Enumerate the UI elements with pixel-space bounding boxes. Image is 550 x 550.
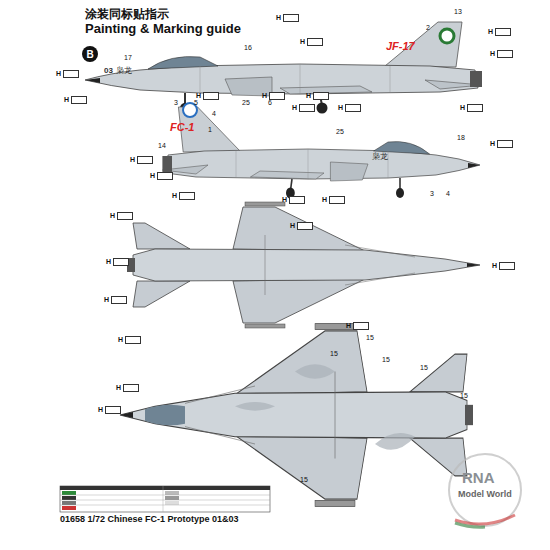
paint-code: H <box>196 92 219 100</box>
paint-code: H <box>490 50 513 58</box>
paint-code: H <box>110 212 133 220</box>
paint-code: H <box>346 322 369 330</box>
view-badge: B <box>82 46 98 62</box>
callout-number: 17 <box>124 54 132 62</box>
callout-number: 15 <box>300 476 308 484</box>
paint-code: H <box>150 172 173 180</box>
aircraft-marking: JF-17 <box>386 40 415 52</box>
paint-code: H <box>488 28 511 36</box>
callout-number: 15 <box>460 392 468 400</box>
paint-code: H <box>64 96 87 104</box>
callout-number: 3 <box>430 190 434 198</box>
callout-number: 15 <box>382 356 390 364</box>
title: 涂装同标贴指示 <box>85 8 169 21</box>
callout-number: 13 <box>454 8 462 16</box>
paint-code: H <box>492 262 515 270</box>
callout-number: 1 <box>208 126 212 134</box>
subtitle: Painting & Marking guide <box>85 22 241 36</box>
watermark: RNA <box>462 470 495 487</box>
caption: 01658 1/72 Chinese FC-1 Prototype 01&03 <box>60 515 239 525</box>
watermark: Model World <box>458 490 512 500</box>
paint-code: H <box>460 104 483 112</box>
callout-number: 4 <box>212 110 216 118</box>
paint-code: H <box>276 14 299 22</box>
callout-number: 3 <box>174 99 178 107</box>
callout-number: 25 <box>242 99 250 107</box>
paint-code: H <box>104 296 127 304</box>
paint-code: H <box>300 38 323 46</box>
callout-number: 16 <box>244 44 252 52</box>
paint-code: H <box>306 92 329 100</box>
callout-number: 18 <box>457 134 465 142</box>
callout-number: 25 <box>336 128 344 136</box>
paint-code: H <box>130 156 153 164</box>
aircraft-marking: FC-1 <box>170 121 194 133</box>
paint-table <box>60 486 270 512</box>
paint-code: H <box>118 336 141 344</box>
paint-code: H <box>106 258 129 266</box>
paint-code: H <box>490 140 513 148</box>
callout-number: 15 <box>330 350 338 358</box>
callout-number: 4 <box>446 190 450 198</box>
aircraft-name: 枭龙 <box>372 153 388 162</box>
callout-number: 14 <box>158 142 166 150</box>
paint-code: H <box>172 192 195 200</box>
serial-number: 03 <box>104 67 113 76</box>
paint-code: H <box>292 104 315 112</box>
callout-number: 15 <box>366 334 374 342</box>
paint-code: H <box>56 70 79 78</box>
aircraft-name: 枭龙 <box>116 67 132 76</box>
paint-code: H <box>262 92 285 100</box>
callout-number: 2 <box>426 24 430 32</box>
paint-code: H <box>282 196 305 204</box>
watermark-ring <box>449 454 521 526</box>
paint-code: H <box>98 406 121 414</box>
callout-number: 15 <box>420 364 428 372</box>
badge-letter: B <box>86 49 93 60</box>
paint-code: H <box>116 384 139 392</box>
paint-code: H <box>322 196 345 204</box>
paint-code: H <box>290 222 313 230</box>
paint-code: H <box>338 104 361 112</box>
